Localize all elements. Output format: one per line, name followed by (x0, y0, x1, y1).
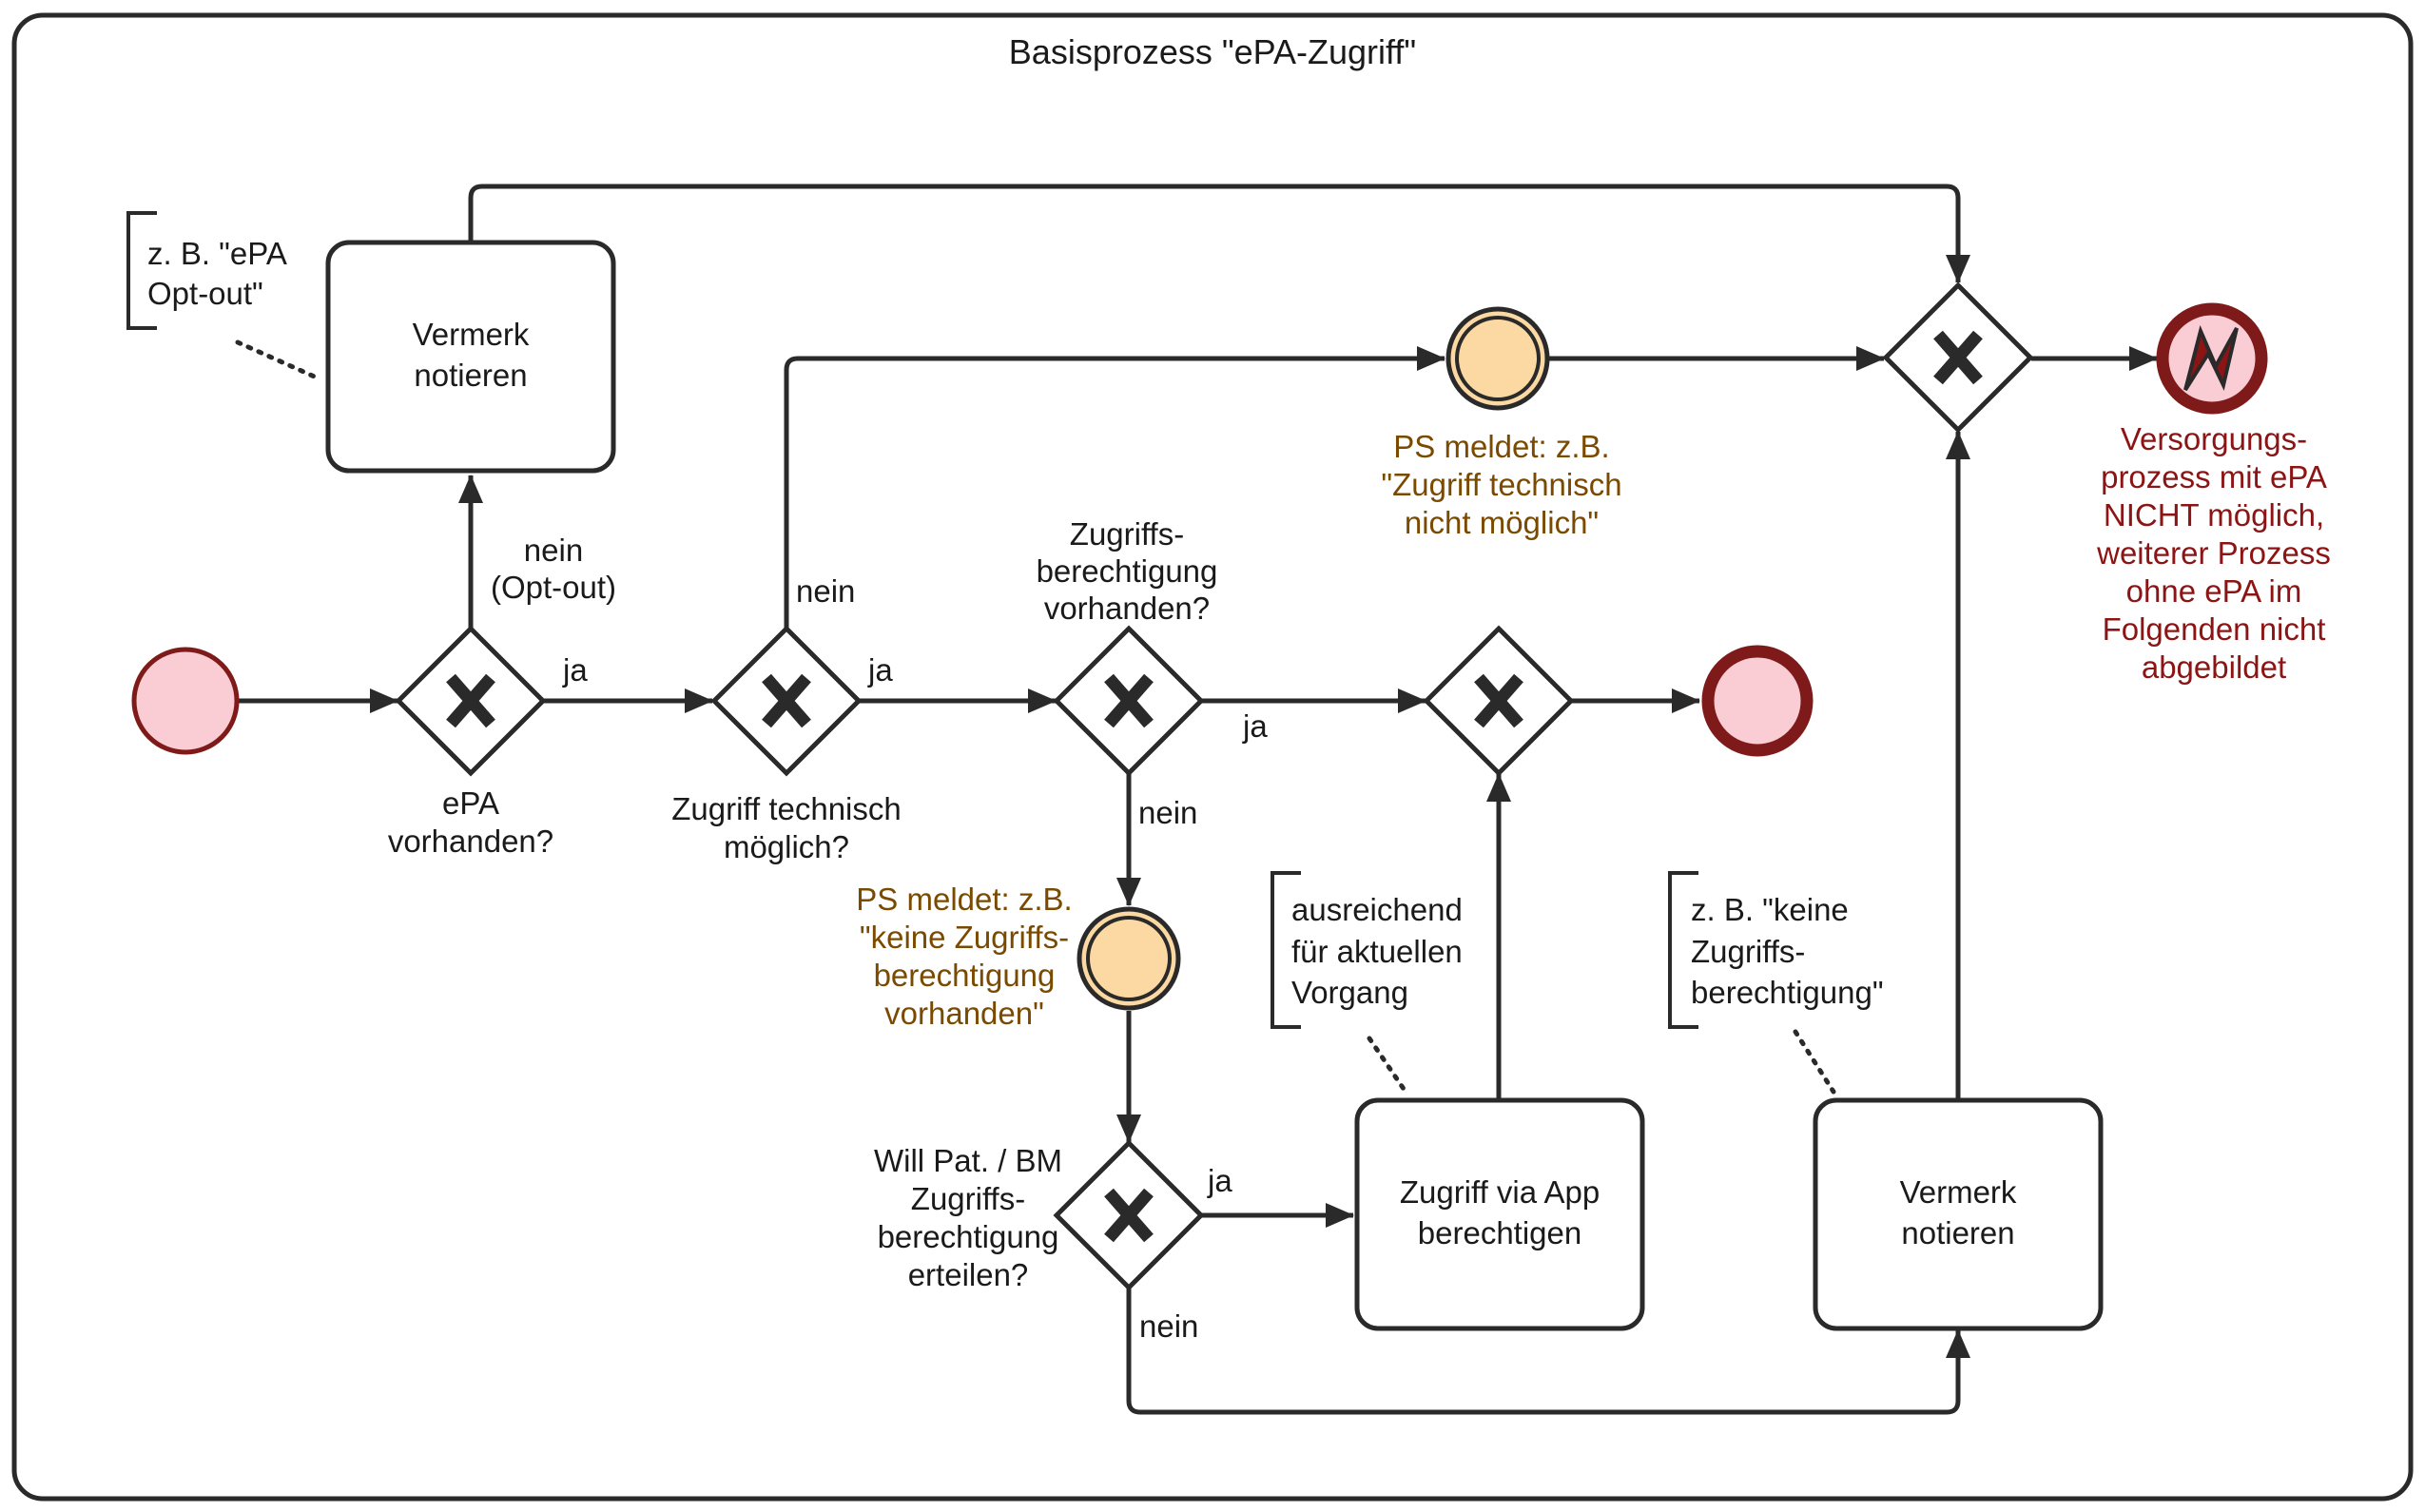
label-flow-epa-nein: (Opt-out) (491, 570, 616, 605)
gateway-authorization (1053, 625, 1205, 777)
label-flow-grant-ja: ja (1207, 1163, 1232, 1198)
label-error-end: Folgenden nicht (2103, 611, 2326, 647)
label-flow-authorization-ja: ja (1242, 708, 1268, 744)
label-gateway-epa: vorhanden? (388, 824, 553, 859)
gateway-epa (395, 625, 547, 777)
label-event-authorization: vorhanden" (884, 996, 1044, 1031)
label-error-end: NICHT möglich, (2104, 497, 2324, 533)
svg-text:z. B. "ePA: z. B. "ePA (147, 236, 287, 271)
svg-text:z. B. "keine: z. B. "keine (1691, 892, 1849, 927)
label-gateway-grant: Will Pat. / BM (874, 1143, 1062, 1178)
gateway-grant (1053, 1139, 1205, 1291)
annotation-no-authorization: z. B. "keine Zugriffs- berechtigung" (1668, 871, 1884, 1095)
flow-technical-nein (784, 346, 1445, 628)
svg-text:berechtigen: berechtigen (1418, 1215, 1581, 1250)
svg-text:für aktuellen: für aktuellen (1291, 934, 1463, 969)
svg-text:berechtigung": berechtigung" (1691, 975, 1884, 1010)
label-error-end: prozess mit ePA (2101, 459, 2327, 494)
svg-text:notieren: notieren (1901, 1215, 2014, 1250)
label-error-end: abgebildet (2142, 649, 2286, 685)
svg-text:Opt-out": Opt-out" (147, 276, 263, 311)
label-gateway-authorization: berechtigung (1037, 553, 1218, 589)
label-flow-epa-ja: ja (562, 652, 588, 688)
start-event (131, 647, 240, 755)
label-gateway-technical: Zugriff technisch (671, 791, 902, 826)
error-end-event (2156, 302, 2268, 415)
label-flow-technical-ja: ja (867, 652, 893, 688)
label-flow-technical-nein: nein (796, 573, 855, 609)
label-event-authorization: PS meldet: z.B. (856, 882, 1072, 917)
annotation-optout: z. B. "ePA Opt-out" (126, 211, 321, 381)
label-error-end: Versorgungs- (2121, 421, 2307, 456)
task-app-authorize: Zugriff via App berechtigen (1354, 1097, 1645, 1331)
label-event-technical: PS meldet: z.B. (1393, 429, 1609, 464)
label-event-authorization: berechtigung (874, 958, 1056, 993)
label-event-authorization: "keine Zugriffs- (860, 920, 1069, 955)
annotation-sufficient: ausreichend für aktuellen Vorgang (1271, 871, 1463, 1095)
flow-grant-nein (1126, 1289, 1970, 1415)
label-flow-authorization-nein: nein (1138, 795, 1197, 830)
label-gateway-authorization: vorhanden? (1044, 591, 1210, 626)
gateway-technical (710, 625, 863, 777)
lightning-icon (2183, 324, 2239, 392)
svg-text:ausreichend: ausreichend (1291, 892, 1463, 927)
label-flow-epa-nein: nein (524, 533, 583, 568)
label-gateway-epa: ePA (442, 785, 499, 821)
svg-text:Vorgang: Vorgang (1291, 975, 1408, 1010)
label-gateway-technical: möglich? (724, 829, 849, 864)
svg-text:notieren: notieren (414, 358, 527, 393)
label-gateway-grant: erteilen? (908, 1257, 1029, 1292)
label-gateway-grant: berechtigung (878, 1219, 1059, 1254)
label-event-technical: nicht möglich" (1405, 505, 1599, 540)
intermediate-event-authorization (1077, 906, 1181, 1011)
svg-text:Vermerk: Vermerk (413, 317, 530, 352)
task-note-top: Vermerk notieren (325, 240, 616, 474)
label-gateway-authorization: Zugriffs- (1070, 516, 1184, 552)
task-note-bottom: Vermerk notieren (1813, 1097, 2104, 1331)
label-error-end: ohne ePA im (2126, 573, 2302, 609)
label-flow-grant-nein: nein (1139, 1308, 1198, 1344)
flow-note-top-to-merge (468, 184, 1970, 283)
gateway-merge-failure (1882, 281, 2034, 434)
label-gateway-grant: Zugriffs- (911, 1181, 1025, 1216)
gateway-merge-success (1423, 625, 1575, 777)
svg-text:Zugriffs-: Zugriffs- (1691, 934, 1805, 969)
label-error-end: weiterer Prozess (2096, 535, 2331, 571)
diagram-title: Basisprozess "ePA-Zugriff" (1009, 32, 1416, 71)
end-event (1701, 645, 1814, 757)
svg-text:Vermerk: Vermerk (1900, 1174, 2017, 1210)
label-event-technical: "Zugriff technisch (1381, 467, 1621, 502)
intermediate-event-technical (1445, 306, 1550, 411)
svg-text:Zugriff via App: Zugriff via App (1400, 1174, 1600, 1210)
